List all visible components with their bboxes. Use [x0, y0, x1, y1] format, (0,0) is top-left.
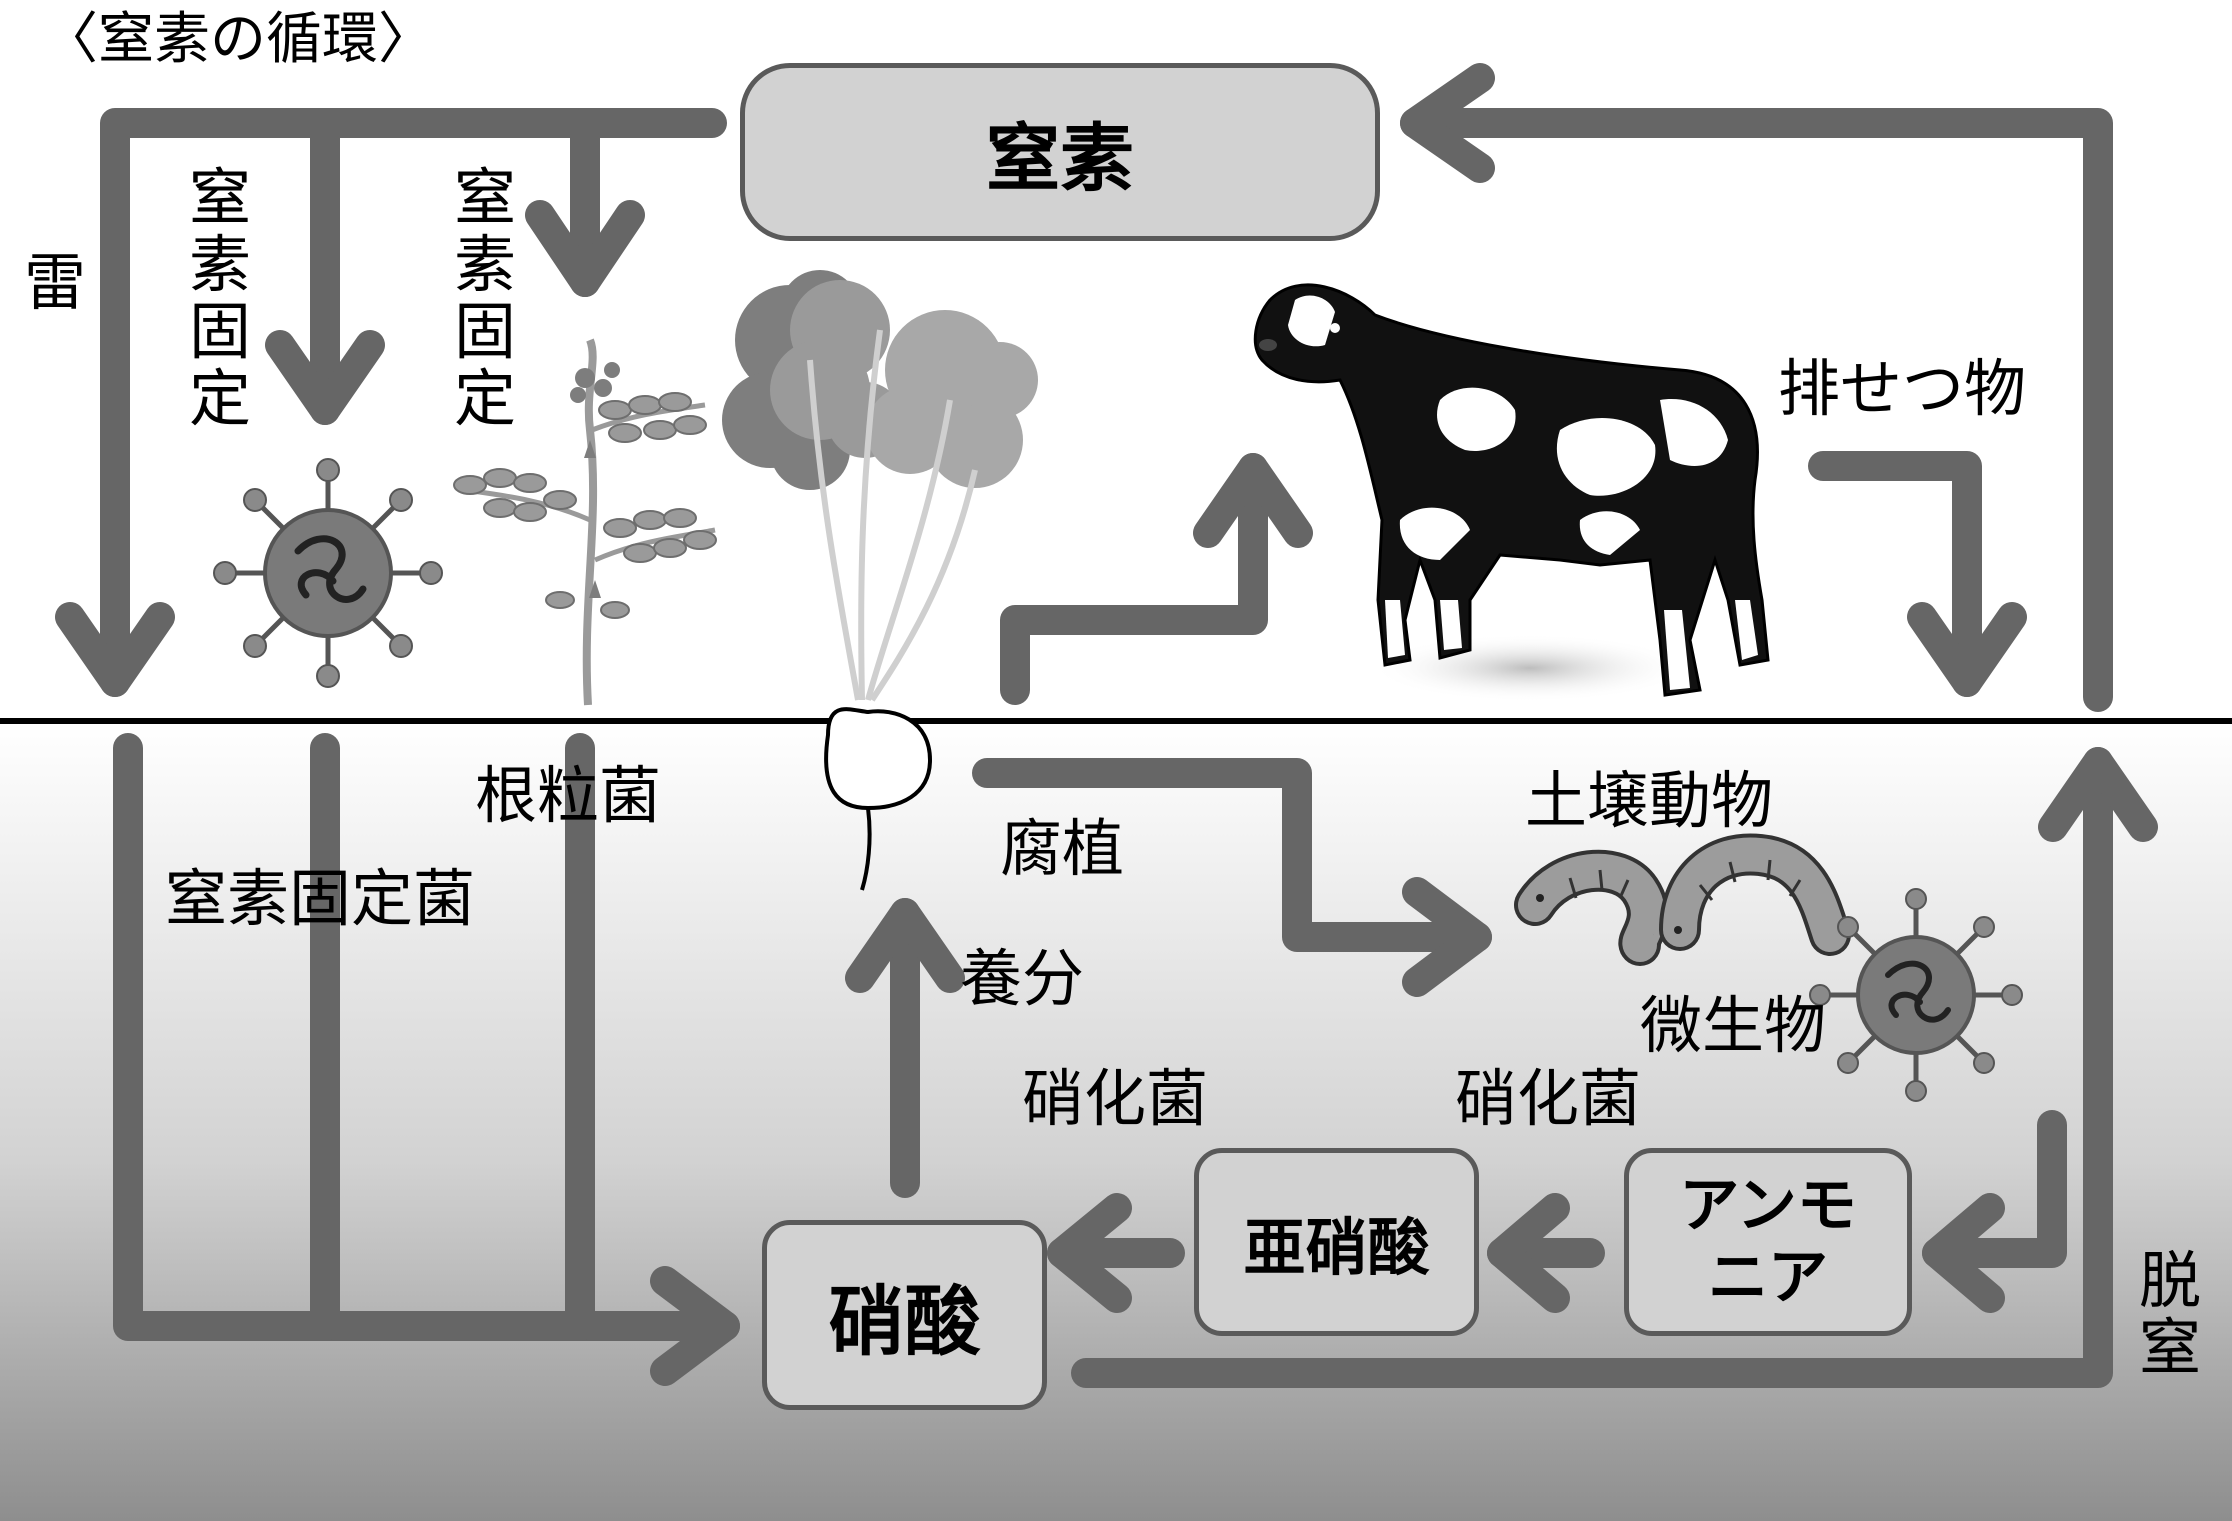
cow-icon — [1253, 283, 1770, 702]
bacteria-to-nitrate-line — [113, 733, 740, 1341]
denitrification-arrow — [1071, 747, 2113, 1388]
nitrifying-bacteria-label-1: 硝化菌 — [1022, 1062, 1209, 1135]
fixing-bacteria-label: 窒素固定菌 — [165, 862, 476, 935]
humus-arrow — [972, 758, 1492, 952]
to-nitrate-arrowhead — [650, 1266, 740, 1386]
ammonia-to-nitrite-arrowhead — [1487, 1193, 1570, 1313]
excretion-arrow — [1808, 451, 1982, 697]
plant-to-cow-arrow — [1000, 453, 1268, 705]
ammonia-box: アンモニア — [1624, 1148, 1912, 1336]
fixation-label-2: 窒素固定 — [453, 161, 516, 435]
worm-icon-1 — [1514, 849, 1669, 966]
bacterium-icon — [213, 458, 443, 688]
denitrification-label: 脱窒 — [2138, 1244, 2201, 1384]
nitrate-box: 硝酸 — [762, 1220, 1047, 1410]
return-to-nitrogen-arrowhead — [1400, 63, 1495, 183]
humus-label: 腐植 — [1000, 812, 1125, 885]
excretion-arrowhead — [1907, 602, 2027, 697]
ammonia-label: アンモニア — [1679, 1171, 1857, 1313]
fixation-label-1: 窒素固定 — [188, 161, 251, 435]
excretion-label: 排せつ物 — [1778, 352, 2027, 425]
nitrite-box: 亜硝酸 — [1194, 1148, 1479, 1336]
vegetable-plant-icon — [722, 270, 1038, 891]
fixation-arrowhead-2 — [525, 200, 645, 297]
to-ammonia-arrowhead — [1922, 1193, 2005, 1313]
soil-animals-label: 土壌動物 — [1525, 764, 1774, 837]
microorganisms-label: 微生物 — [1640, 989, 1827, 1062]
microorganism-icon — [1809, 888, 2023, 1102]
humus-arrowhead — [1402, 877, 1492, 997]
nutrients-label: 養分 — [960, 942, 1085, 1015]
turnip-root — [824, 707, 933, 811]
diagram-title: 〈窒素の循環〉 — [42, 7, 434, 72]
nodule-bacteria-label: 根粒菌 — [475, 759, 662, 832]
nitrifying-bacteria-label-2: 硝化菌 — [1455, 1062, 1642, 1135]
lightning-arrowhead — [55, 602, 175, 697]
to-ammonia-arrow — [1922, 1110, 2067, 1268]
legume-plant-icon — [453, 338, 717, 706]
nutrients-arrowhead — [845, 898, 965, 993]
nitrogen-box: 窒素 — [740, 63, 1380, 241]
nitrogen-label: 窒素 — [986, 115, 1134, 202]
fixation-arrowhead-1 — [265, 330, 385, 425]
denitrification-arrowhead — [2038, 747, 2158, 842]
plant-to-cow-arrowhead — [1193, 453, 1313, 548]
nitrate-label: 硝酸 — [828, 1277, 981, 1366]
lightning-label: 雷 — [23, 246, 86, 319]
nitrite-label: 亜硝酸 — [1243, 1211, 1430, 1284]
worm-icon-2 — [1659, 833, 1851, 956]
arrows — [55, 63, 2158, 1388]
lightning-arrow — [100, 108, 727, 697]
return-to-nitrogen-line — [1400, 108, 2113, 712]
nitrite-to-nitrate-arrowhead — [1047, 1193, 1132, 1313]
